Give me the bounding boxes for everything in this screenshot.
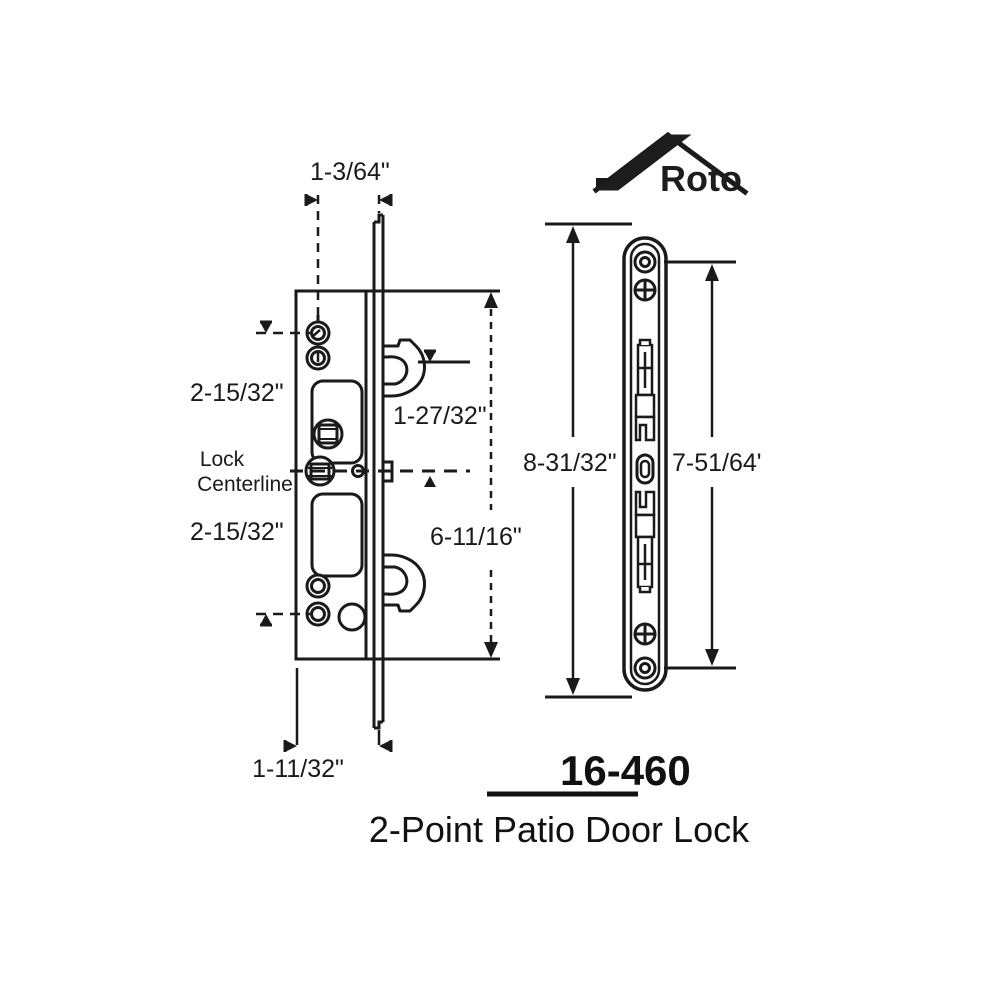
lower-mounting-screw-hole-1	[305, 573, 331, 599]
lower-mounting-screw-hole-2	[305, 601, 331, 627]
roto-logo: Roto	[592, 131, 749, 199]
cylinder-square-hole-upper	[312, 418, 344, 450]
lower-spacing-arrow	[260, 614, 272, 625]
hook-span-arrow-top	[484, 292, 498, 308]
body-width-arrow-left	[285, 740, 297, 752]
caption-part-number: 16-460	[560, 747, 691, 794]
upper-spacing-arrow	[260, 322, 272, 333]
caption-part-title: 2-Point Patio Door Lock	[369, 809, 750, 850]
faceplate-hole-bottom	[633, 656, 657, 680]
faceplate-center-oval	[635, 453, 655, 485]
dimension-screw-hole-span: 7-51/64'	[664, 260, 762, 670]
faceplate-length-arrow-bottom	[566, 678, 580, 695]
screw-span-arrow-top	[705, 264, 719, 281]
hook-span-arrow-bottom	[484, 642, 498, 658]
roto-logo-fill	[594, 134, 692, 191]
dimension-faceplate-length: 8-31/32"	[523, 222, 632, 699]
faceplate-screw-bottom	[633, 622, 657, 646]
dimension-label-upper-spacing: 2-15/32"	[190, 379, 284, 407]
dimension-label-hook-centerline: 1-27/32"	[393, 402, 487, 430]
upper-hook-latch	[381, 338, 426, 398]
hook-ref-arrow-upper	[424, 351, 436, 362]
dimension-label-faceplate-length: 8-31/32"	[523, 449, 617, 477]
dimension-overall-hook-span: 6-11/16"	[430, 292, 522, 658]
dimension-lower-spacing: 2-15/32"	[190, 518, 310, 627]
lower-plain-hole	[337, 602, 367, 632]
faceplate-screw-top	[633, 278, 657, 302]
backset-arrow-right	[379, 194, 391, 206]
centerline-label-line1: Lock	[200, 448, 245, 471]
upper-mounting-screw-hole-2	[305, 345, 331, 371]
dimension-label-hook-span: 6-11/16"	[430, 523, 522, 551]
faceplate-upper-mechanism	[634, 338, 656, 442]
dimension-backset-top: 1-3/64"	[304, 158, 393, 315]
body-width-arrow-right	[379, 740, 391, 752]
screw-span-arrow-bottom	[705, 649, 719, 666]
dimension-hook-to-centerline: 1-27/32"	[393, 349, 487, 487]
centerline-label-line2: Centerline	[197, 473, 293, 496]
right-view-group: 8-31/32" 7-51/64'	[523, 222, 762, 699]
backset-arrow-left	[306, 194, 318, 206]
faceplate-hole-top	[633, 250, 657, 274]
dimension-label-lower-spacing: 2-15/32"	[190, 518, 284, 546]
faceplate-top-step	[374, 213, 383, 224]
lower-gearbox-pocket	[310, 492, 364, 578]
lower-hook-latch	[381, 553, 426, 613]
faceplate-length-arrow-top	[566, 226, 580, 243]
faceplate-lower-mechanism	[634, 490, 656, 594]
roto-logo-text: Roto	[660, 158, 742, 199]
left-view-group: 1-3/64" 2-15/32" 2-15/32" Lock Centerlin…	[190, 158, 522, 783]
dimension-label-screw-span: 7-51/64'	[672, 449, 762, 477]
upper-hook-shape	[381, 338, 426, 398]
lock-centerline: Lock Centerline	[197, 448, 470, 496]
dimension-label-backset: 1-3/64"	[310, 158, 390, 186]
dimension-upper-spacing: 2-15/32"	[190, 320, 310, 407]
lower-hook-shape	[381, 553, 426, 613]
dimension-body-width: 1-11/32"	[252, 668, 393, 783]
hook-ref-arrow-centerline	[424, 476, 436, 487]
dimension-label-body-width: 1-11/32"	[252, 755, 344, 783]
faceplate-bottom-step	[374, 720, 383, 730]
caption-group: 16-460 2-Point Patio Door Lock	[369, 747, 750, 850]
